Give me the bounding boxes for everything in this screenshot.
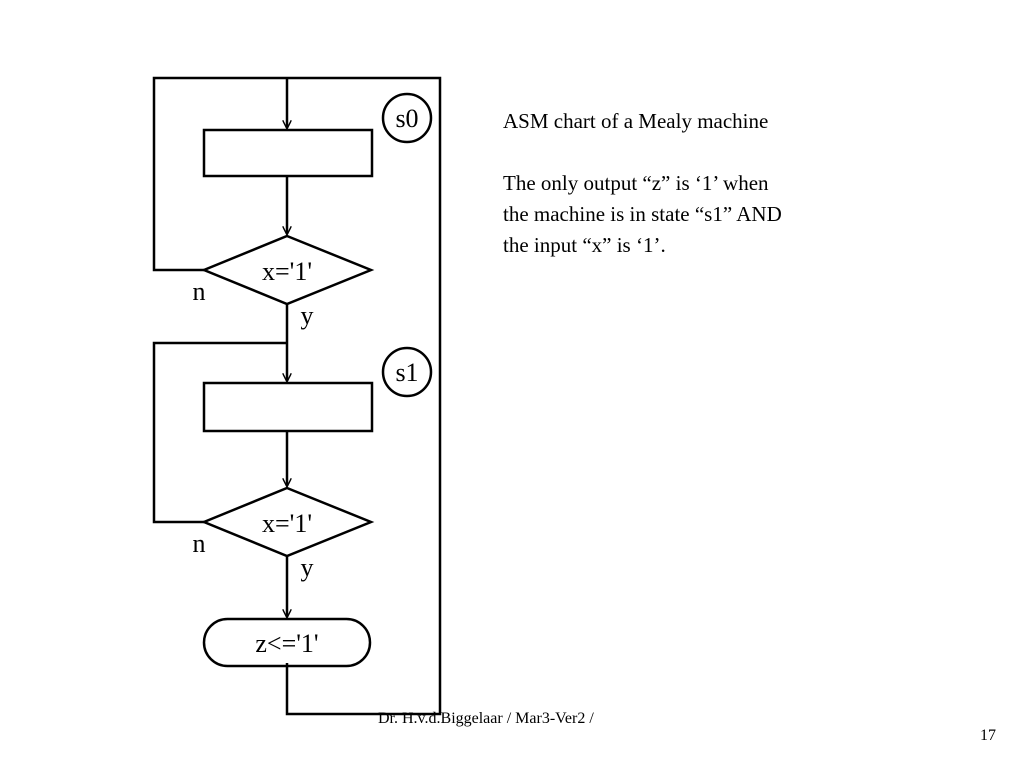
decision-condition-s0: x='1' xyxy=(262,257,312,286)
footer-author: Dr. H.v.d.Biggelaar / Mar3-Ver2 / xyxy=(378,710,594,727)
decision-no-label-s0: n xyxy=(193,277,206,306)
decision-no-label-s1: n xyxy=(193,529,206,558)
state-label-circle-s1 xyxy=(381,346,433,398)
conditional-output-box xyxy=(202,617,372,668)
state-box-s1 xyxy=(202,381,374,433)
conditional-output-label: z<='1' xyxy=(255,629,318,658)
return-path-to-s0 xyxy=(285,76,442,716)
decision-condition-s1: x='1' xyxy=(262,509,312,538)
description-block: ASM chart of a Mealy machine The only ou… xyxy=(503,106,883,261)
state-label-s0: s0 xyxy=(395,104,418,133)
page-number: 17 xyxy=(980,727,996,744)
description-line: the machine is in state “s1” AND xyxy=(503,202,782,226)
description-line: The only output “z” is ‘1’ when xyxy=(503,171,769,195)
paragraph-spacer xyxy=(503,137,883,168)
decision-yes-label-s1: y xyxy=(301,553,314,582)
state-box-s0 xyxy=(202,128,374,178)
state-label-s1: s1 xyxy=(395,358,418,387)
s1-loop-path xyxy=(152,341,287,524)
state-label-circle-s0 xyxy=(381,92,433,144)
s0-loop-path xyxy=(152,76,287,272)
description-line: the input “x” is ‘1’. xyxy=(503,233,666,257)
decision-yes-label-s0: y xyxy=(301,301,314,330)
description-title: ASM chart of a Mealy machine xyxy=(503,109,769,133)
